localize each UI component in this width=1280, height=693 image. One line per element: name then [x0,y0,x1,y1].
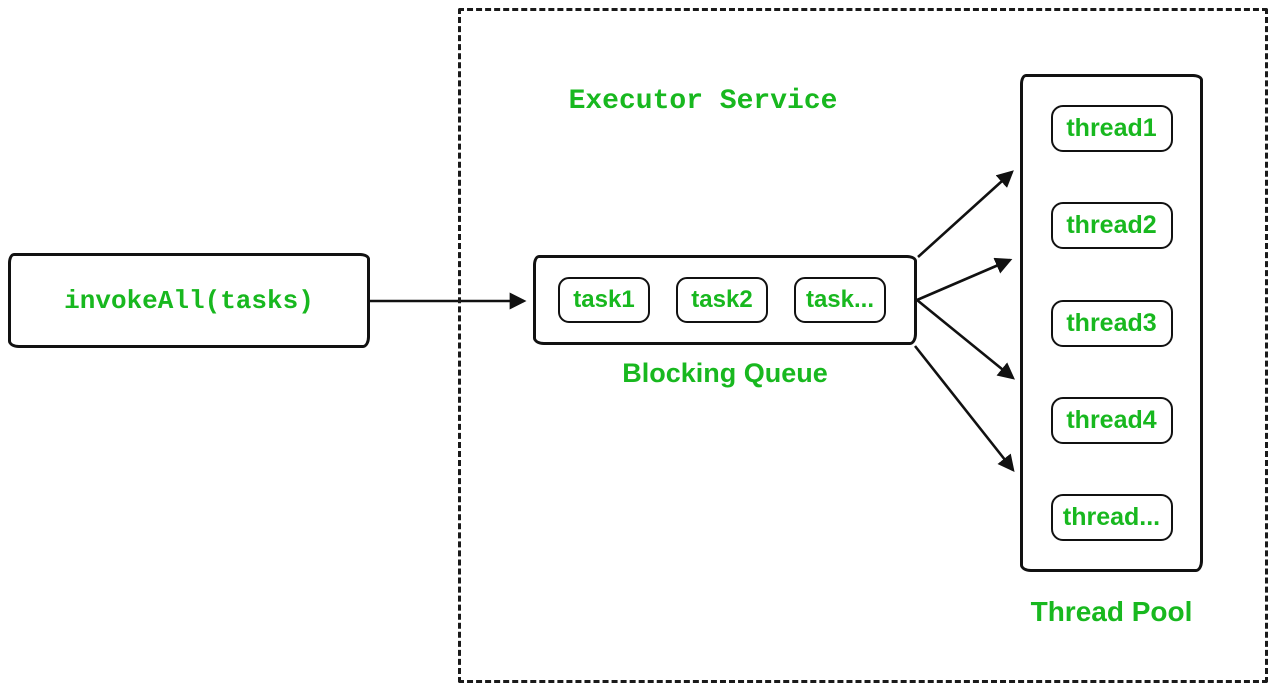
task-chip: task1 [558,277,650,323]
thread-chip: thread3 [1050,299,1173,347]
thread-chip: thread2 [1050,202,1173,250]
invokeall-label: invokeAll(tasks) [64,285,314,316]
thread-chip: thread1 [1050,105,1173,152]
executor-service-title: Executor Service [568,86,838,117]
thread-chip: thread4 [1050,396,1173,444]
blocking-queue-label: Blocking Queue [622,358,828,388]
blocking-queue-box: task1 task2 task... [533,255,917,345]
thread-pool-label: Thread Pool [1030,596,1193,627]
task-chip: task... [794,277,886,323]
invokeall-box: invokeAll(tasks) [8,253,370,348]
executor-service-container [458,8,1268,683]
task-chip: task2 [676,277,768,323]
thread-chip: thread... [1050,494,1173,541]
thread-pool-box: thread1 thread2 thread3 thread4 thread..… [1020,74,1203,572]
